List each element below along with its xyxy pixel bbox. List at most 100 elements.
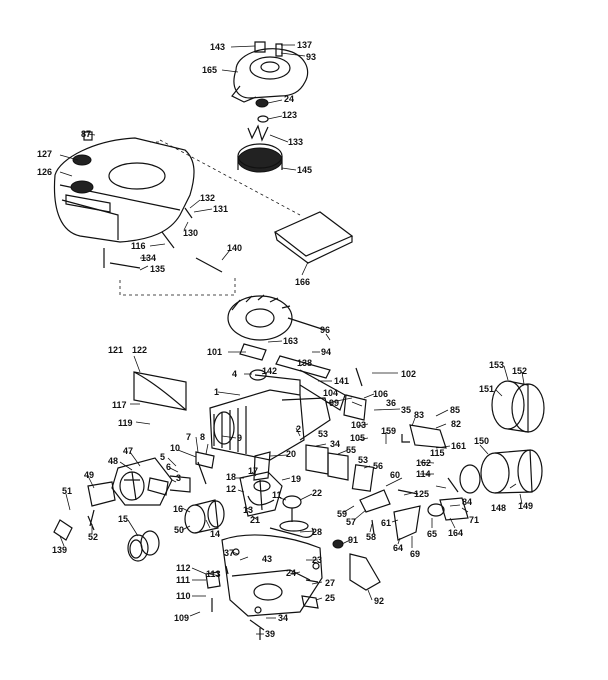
callout-57: 57 [346,517,356,527]
callout-164: 164 [448,528,463,538]
callout-87: 87 [81,129,91,139]
callout-131: 131 [213,204,228,214]
callout-36: 36 [386,398,396,408]
callout-3: 3 [176,473,181,483]
callout-19: 19 [291,474,301,484]
callout-53: 53 [318,429,328,439]
callout-110: 110 [176,591,191,601]
callout-114: 114 [416,469,431,479]
callout-22: 22 [312,488,322,498]
callout-35: 35 [401,405,411,415]
reed-valve-parts [305,394,447,492]
callout-96: 96 [320,325,330,335]
callout-141: 141 [334,376,349,386]
callout-34b: 34 [278,613,288,623]
callout-150: 150 [474,436,489,446]
callout-61: 61 [381,518,391,528]
callout-21: 21 [250,515,260,525]
callout-59: 59 [337,509,347,519]
callout-135: 135 [150,264,165,274]
callout-56: 56 [373,461,383,471]
leader-lines [59,44,525,635]
callout-134: 134 [141,253,156,263]
callout-152: 152 [512,366,527,376]
primer-bulb [301,539,381,609]
callout-116: 116 [131,241,146,251]
callout-8: 8 [200,432,205,442]
callout-37: 37 [224,548,234,558]
callout-92: 92 [374,596,384,606]
callout-5: 5 [160,452,165,462]
callout-43: 43 [262,554,272,564]
callout-4: 4 [232,369,237,379]
callout-127: 127 [37,149,52,159]
callout-52: 52 [88,532,98,542]
callout-109: 109 [174,613,189,623]
callout-14: 14 [210,529,220,539]
callout-64: 64 [393,543,403,553]
callout-25: 25 [325,593,335,603]
callout-125: 125 [414,489,429,499]
callout-12: 12 [226,484,236,494]
callout-151: 151 [479,384,494,394]
callout-23: 23 [312,555,322,565]
callout-123: 123 [282,110,297,120]
callout-104: 104 [323,388,338,398]
callout-28: 28 [312,527,322,537]
callout-142: 142 [262,366,277,376]
callout-149: 149 [518,501,533,511]
callout-10: 10 [170,443,180,453]
callout-24b: 24 [286,568,296,578]
callout-labels: 143 137 93 165 24 123 133 145 87 127 126… [37,40,533,639]
muffler [459,380,545,494]
callout-51: 51 [62,486,72,496]
callout-166: 166 [295,277,310,287]
flywheel [227,294,331,379]
callout-163: 163 [283,336,298,346]
callout-101: 101 [207,347,222,357]
callout-17: 17 [248,466,258,476]
callout-139: 139 [52,545,67,555]
engine-block [209,369,346,461]
callout-102: 102 [401,369,416,379]
callout-16: 16 [173,504,183,514]
callout-71: 71 [469,515,479,525]
callout-50: 50 [174,525,184,535]
callout-91: 91 [348,535,358,545]
hoses [53,515,160,562]
callout-117: 117 [112,400,127,410]
callout-153: 153 [489,360,504,370]
callout-145: 145 [297,165,312,175]
callout-115: 115 [430,448,445,458]
carburetor [87,451,215,527]
callout-99: 99 [329,398,339,408]
callout-93: 93 [306,52,316,62]
callout-165: 165 [202,65,217,75]
callout-9: 9 [237,433,242,443]
callout-39: 39 [265,629,275,639]
callout-111: 111 [176,575,190,585]
mounting-bolts [103,207,236,296]
callout-112: 112 [176,563,191,573]
callout-24: 24 [284,94,294,104]
callout-122: 122 [132,345,147,355]
callout-130: 130 [183,228,198,238]
callout-137: 137 [297,40,312,50]
callout-69: 69 [410,549,420,559]
callout-82: 82 [451,419,461,429]
baffle [133,371,187,411]
callout-65: 65 [427,529,437,539]
callout-55: 55 [346,445,356,455]
callout-13: 13 [243,505,253,515]
callout-132: 132 [200,193,215,203]
callout-1: 1 [214,387,219,397]
callout-47: 47 [123,446,133,456]
callout-126: 126 [37,167,52,177]
callout-34: 34 [330,439,340,449]
cover-plate [273,211,354,264]
callout-159: 159 [381,426,396,436]
callout-119: 119 [118,418,133,428]
callout-148: 148 [491,503,506,513]
callout-121: 121 [108,345,123,355]
